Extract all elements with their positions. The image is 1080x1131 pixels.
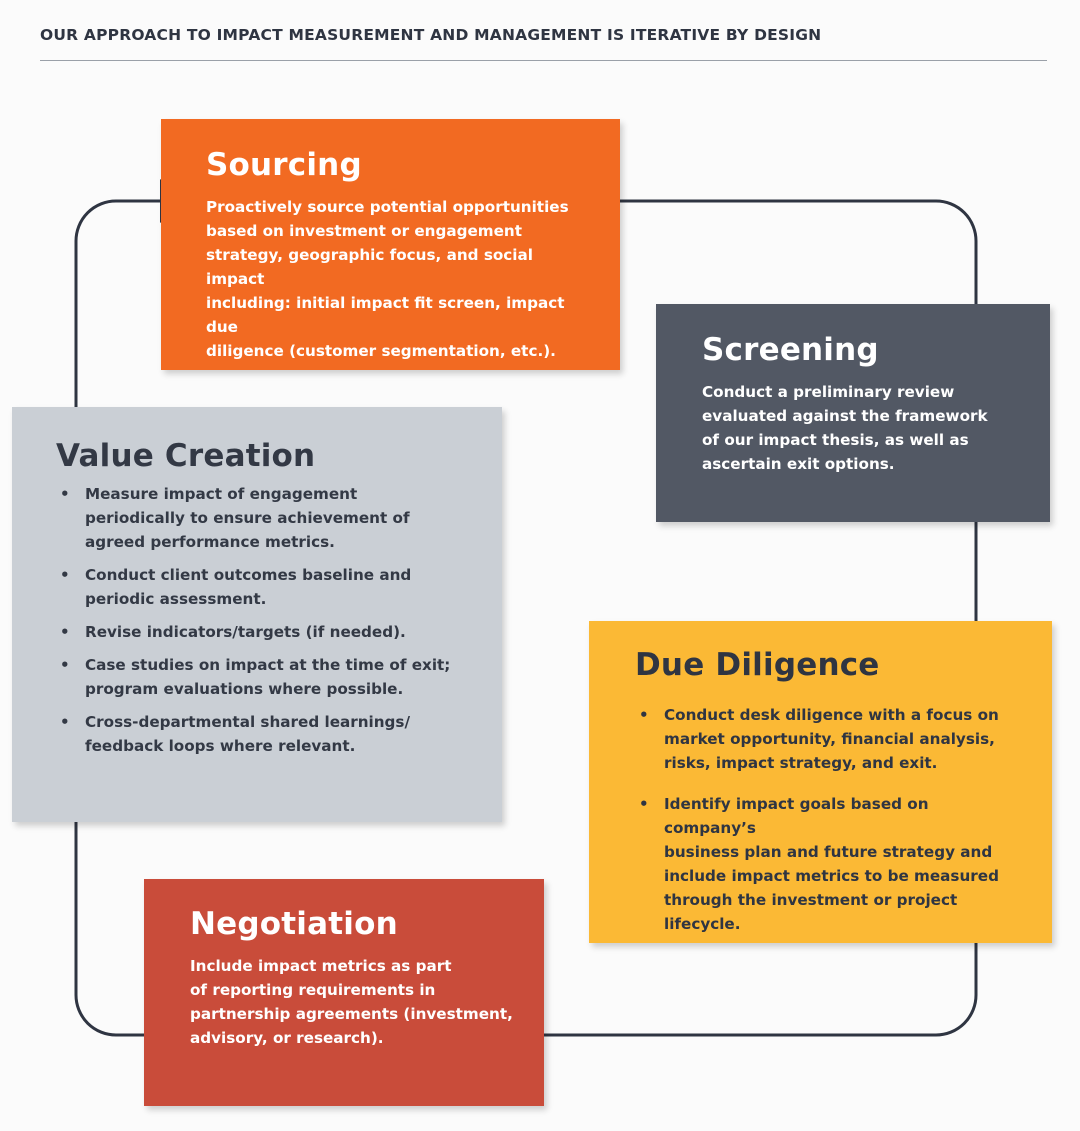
stage-value-creation: Value Creation Measure impact of engagem…	[12, 407, 502, 822]
stage-screening-title: Screening	[702, 332, 879, 368]
list-item: Conduct desk diligence with a focus on m…	[635, 703, 1022, 775]
stage-value-creation-title: Value Creation	[56, 438, 316, 474]
stage-negotiation-description: Include impact metrics as part of report…	[190, 957, 513, 1047]
stage-screening-description: Conduct a preliminary review evaluated a…	[702, 383, 988, 473]
list-item: Measure impact of engagement periodicall…	[56, 482, 472, 554]
list-item: Conduct client outcomes baseline and per…	[56, 563, 472, 611]
stage-sourcing-description: Proactively source potential opportuniti…	[206, 198, 569, 360]
stage-screening: Screening Conduct a preliminary review e…	[656, 304, 1050, 522]
list-item: Cross-departmental shared learnings/ fee…	[56, 710, 472, 758]
stage-negotiation: Negotiation Include impact metrics as pa…	[144, 879, 544, 1106]
list-item: Identify impact goals based on company’s…	[635, 792, 1022, 936]
stage-sourcing: Sourcing Proactively source potential op…	[161, 119, 620, 370]
page-title: OUR APPROACH TO IMPACT MEASUREMENT AND M…	[40, 26, 822, 44]
list-item: Case studies on impact at the time of ex…	[56, 653, 472, 701]
header-divider	[40, 60, 1047, 61]
stage-negotiation-title: Negotiation	[190, 906, 398, 942]
stage-due-diligence-title: Due Diligence	[635, 647, 880, 683]
due-diligence-list: Conduct desk diligence with a focus on m…	[635, 703, 1022, 936]
list-item: Revise indicators/targets (if needed).	[56, 620, 472, 644]
value-creation-list: Measure impact of engagement periodicall…	[56, 482, 472, 758]
stage-sourcing-title: Sourcing	[206, 147, 362, 183]
stage-due-diligence: Due Diligence Conduct desk diligence wit…	[589, 621, 1052, 943]
